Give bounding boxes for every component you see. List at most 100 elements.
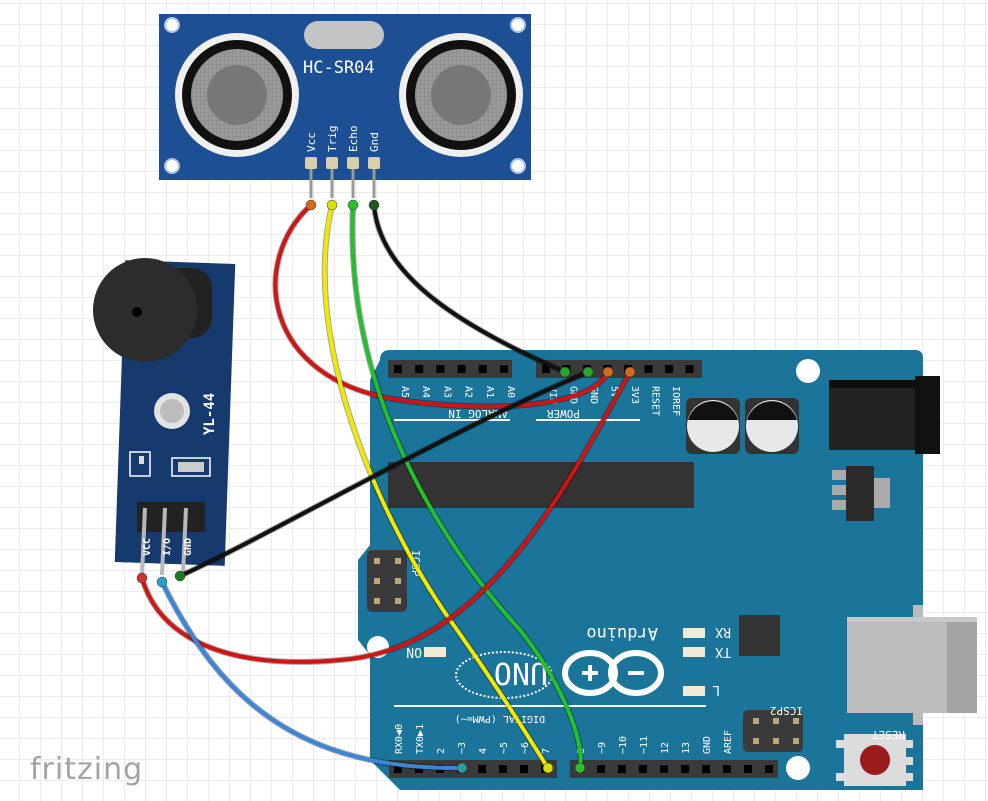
buzzer-icon bbox=[93, 258, 212, 362]
usb-chip bbox=[739, 615, 780, 656]
power-pin[interactable] bbox=[665, 365, 673, 373]
digital-pin[interactable] bbox=[744, 765, 752, 773]
buzzer-pin-label: GND bbox=[183, 538, 194, 556]
analog-pin-label: A4 bbox=[420, 386, 431, 398]
wire-io[interactable] bbox=[160, 580, 464, 771]
tx-label: TX bbox=[715, 644, 731, 659]
wire-endpoint[interactable] bbox=[456, 762, 468, 774]
atmega-chip bbox=[388, 462, 694, 508]
digital-pin-label: ~10 bbox=[618, 736, 629, 754]
power-pin-label: RESET bbox=[650, 386, 661, 416]
wire-endpoint[interactable] bbox=[624, 366, 636, 378]
wire-endpoint[interactable] bbox=[305, 199, 317, 211]
wire-5v[interactable] bbox=[273, 203, 610, 409]
digital-pin-label: ~3 bbox=[457, 742, 468, 754]
digital-pin-label: 13 bbox=[681, 742, 692, 754]
buzzer-pin-label: I/O bbox=[162, 538, 173, 556]
hc-sr04-pin[interactable] bbox=[368, 157, 380, 169]
digital-pin[interactable] bbox=[765, 765, 773, 773]
digital-pin[interactable] bbox=[520, 765, 528, 773]
power-label: POWER bbox=[547, 407, 580, 420]
wires bbox=[136, 199, 636, 774]
power-pin[interactable] bbox=[644, 365, 653, 373]
reset-label: RESET bbox=[872, 728, 905, 741]
analog-pin[interactable] bbox=[457, 365, 466, 373]
digital-pin[interactable] bbox=[415, 765, 423, 773]
power-pin-label: IOREF bbox=[670, 386, 681, 416]
power-pin-label: 5V bbox=[609, 386, 620, 398]
analog-pin[interactable] bbox=[478, 365, 487, 373]
digital-pin-label: ~9 bbox=[597, 742, 608, 754]
buzzer-pin[interactable] bbox=[140, 507, 147, 576]
wire-endpoint[interactable] bbox=[347, 199, 359, 211]
analog-pin-label: A5 bbox=[399, 386, 410, 398]
wire-trig[interactable] bbox=[322, 203, 550, 770]
fritzing-watermark: fritzing bbox=[30, 752, 144, 787]
digital-pin-label: RX0◀0 bbox=[394, 724, 405, 754]
transducer-right bbox=[399, 33, 523, 157]
digital-pin[interactable] bbox=[702, 765, 710, 773]
reset-button[interactable] bbox=[836, 734, 913, 786]
digital-pin[interactable] bbox=[618, 765, 626, 773]
digital-pin[interactable] bbox=[639, 765, 647, 773]
wire-endpoint[interactable] bbox=[559, 366, 571, 378]
wire-endpoint[interactable] bbox=[368, 199, 380, 211]
digital-pin-label: AREF bbox=[723, 730, 734, 754]
digital-pin[interactable] bbox=[499, 765, 507, 773]
digital-pin[interactable] bbox=[660, 765, 668, 773]
analog-pin[interactable] bbox=[500, 365, 508, 373]
buzzer-pin[interactable] bbox=[181, 507, 188, 576]
digital-header-low bbox=[389, 760, 557, 778]
hc-sr04-pin-label: Vcc bbox=[305, 132, 318, 152]
hc-sr04-pin[interactable] bbox=[305, 157, 317, 169]
power-header bbox=[536, 360, 702, 378]
buzzer-pin[interactable] bbox=[160, 507, 167, 576]
digital-pin[interactable] bbox=[681, 765, 689, 773]
digital-pin-label: ~11 bbox=[639, 736, 650, 754]
wire-endpoint[interactable] bbox=[326, 199, 338, 211]
digital-pin-label: 4 bbox=[478, 748, 489, 754]
power-pin-label: GND bbox=[588, 386, 599, 404]
rx-label: RX bbox=[715, 624, 731, 639]
digital-pin-label: 2 bbox=[436, 748, 447, 754]
digital-pin[interactable] bbox=[597, 765, 605, 773]
digital-pin-label: 12 bbox=[660, 742, 671, 754]
power-pin[interactable] bbox=[542, 365, 550, 373]
wire-3v3[interactable] bbox=[140, 370, 632, 664]
wire-endpoint[interactable] bbox=[542, 762, 554, 774]
wire-gnd-sensor[interactable] bbox=[372, 203, 567, 374]
digital-pin[interactable] bbox=[723, 765, 731, 773]
voltage-regulator bbox=[832, 466, 890, 521]
digital-pin[interactable] bbox=[478, 765, 486, 773]
wire-endpoint[interactable] bbox=[602, 366, 614, 378]
rx-led bbox=[683, 628, 705, 638]
analog-pin[interactable] bbox=[436, 365, 445, 373]
wire-endpoint[interactable] bbox=[174, 570, 186, 582]
brand-label: Arduino bbox=[586, 623, 658, 643]
hc-sr04-pin[interactable] bbox=[326, 157, 338, 169]
power-pin[interactable] bbox=[685, 365, 694, 373]
hc-sr04-pin-label: Trig bbox=[326, 126, 339, 153]
digital-label: DIGITAL (PWM=~) bbox=[455, 713, 545, 724]
wire-endpoint[interactable] bbox=[574, 762, 586, 774]
hc-sr04-pin[interactable] bbox=[347, 157, 359, 169]
analog-pin[interactable] bbox=[415, 365, 424, 373]
wire-gnd-buzzer[interactable] bbox=[178, 370, 590, 578]
wire-endpoint[interactable] bbox=[156, 576, 168, 588]
usb-connector[interactable] bbox=[847, 605, 977, 725]
wire-endpoint[interactable] bbox=[582, 366, 594, 378]
mounting-hole bbox=[796, 359, 820, 383]
wire-endpoint[interactable] bbox=[136, 572, 148, 584]
power-pin-label: VIN bbox=[547, 386, 558, 404]
digital-pin[interactable] bbox=[394, 765, 402, 773]
on-label: ON bbox=[406, 644, 422, 659]
wire-echo[interactable] bbox=[350, 203, 583, 770]
hc-sr04-label: HC-SR04 bbox=[303, 58, 375, 78]
analog-pin[interactable] bbox=[394, 365, 402, 373]
mounting-hole bbox=[786, 756, 810, 780]
model-label: UNO bbox=[494, 655, 548, 690]
analog-header bbox=[388, 360, 512, 378]
